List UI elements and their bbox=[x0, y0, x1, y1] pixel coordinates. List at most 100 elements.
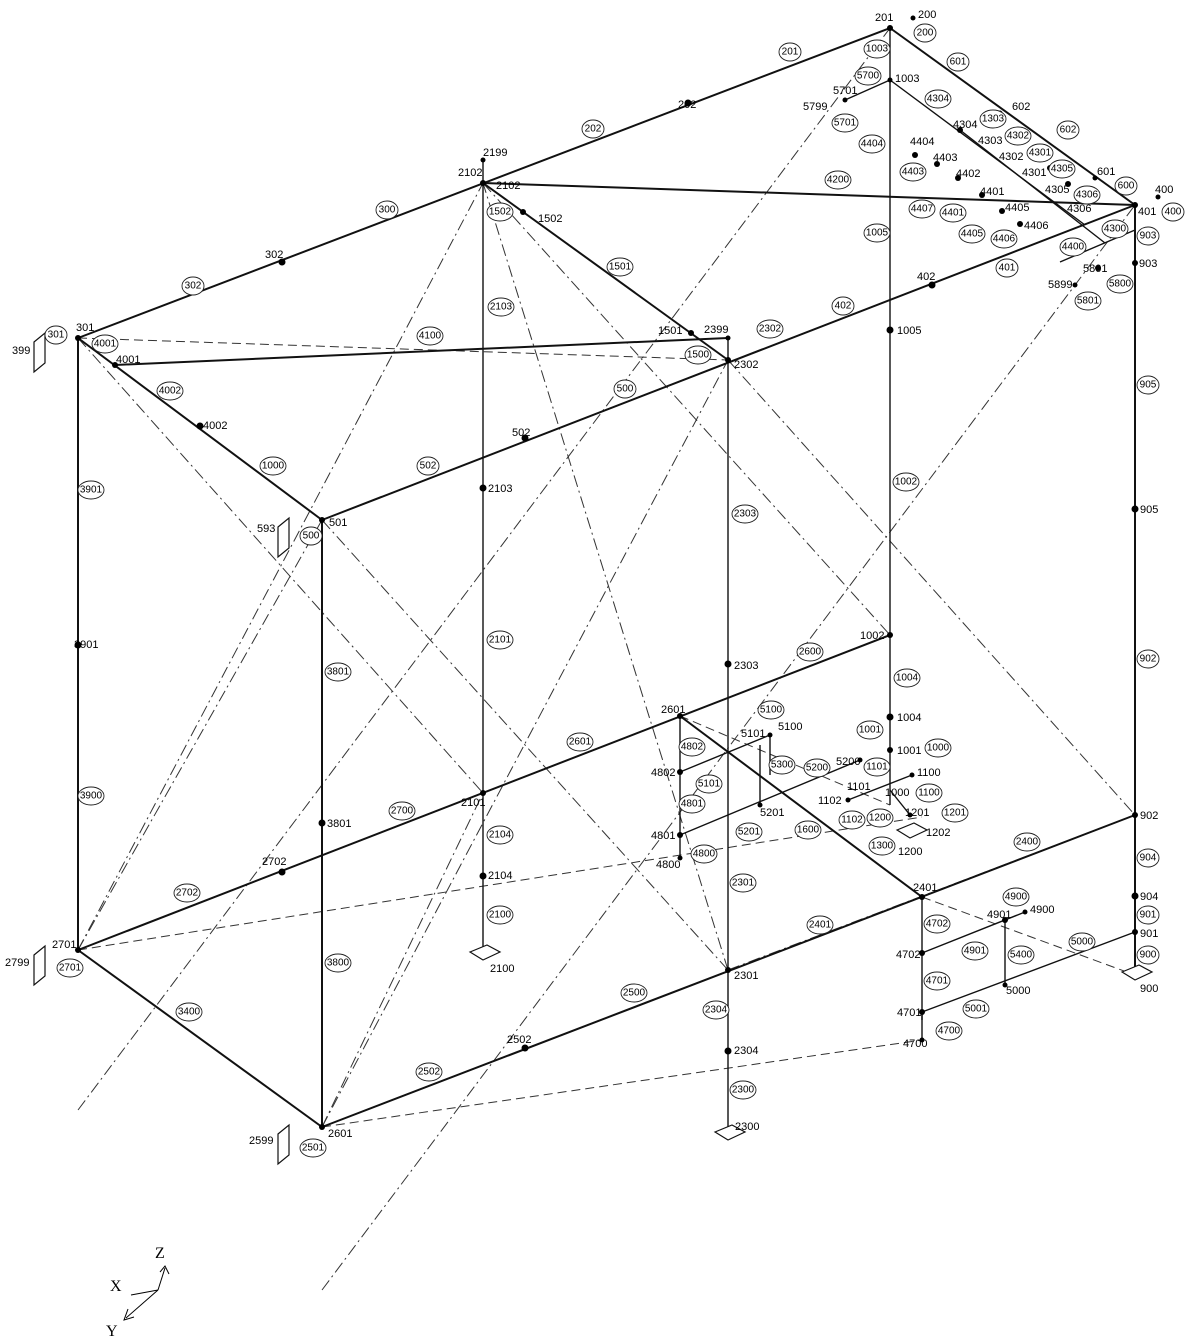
member-label-1000: 1000 bbox=[924, 738, 952, 758]
support-1202 bbox=[895, 822, 929, 839]
member-label-502: 502 bbox=[416, 456, 440, 476]
member-label-5201: 5201 bbox=[735, 822, 763, 842]
member-label-4406: 4406 bbox=[990, 229, 1018, 249]
svg-text:401: 401 bbox=[999, 263, 1016, 274]
svg-text:3801: 3801 bbox=[327, 667, 350, 678]
node-label: 2301 bbox=[734, 970, 758, 982]
member-label-200: 200 bbox=[913, 23, 937, 43]
member-label-2600: 2600 bbox=[796, 642, 824, 662]
node-label: 901 bbox=[1140, 928, 1158, 940]
svg-text:1303: 1303 bbox=[982, 114, 1005, 125]
node-label: 4302 bbox=[999, 151, 1023, 163]
node-label: 5101 bbox=[741, 728, 765, 740]
member-label-1500: 1500 bbox=[684, 345, 712, 365]
axis-y-label: Y bbox=[106, 1323, 118, 1340]
svg-text:905: 905 bbox=[1140, 380, 1157, 391]
svg-text:4801: 4801 bbox=[681, 799, 704, 810]
svg-text:4900: 4900 bbox=[1005, 892, 1028, 903]
member-label-2304: 2304 bbox=[702, 1000, 730, 1020]
svg-text:2100: 2100 bbox=[489, 910, 512, 921]
node-label: 301 bbox=[76, 322, 94, 334]
member-label-2502: 2502 bbox=[415, 1062, 443, 1082]
member-label-600: 600 bbox=[1114, 176, 1138, 196]
member-label-4100: 4100 bbox=[416, 326, 444, 346]
node-label: 4404 bbox=[910, 136, 934, 148]
svg-text:5201: 5201 bbox=[738, 827, 761, 838]
svg-text:2104: 2104 bbox=[489, 830, 512, 841]
svg-text:502: 502 bbox=[420, 461, 437, 472]
svg-text:2303: 2303 bbox=[734, 509, 757, 520]
svg-text:903: 903 bbox=[1140, 231, 1157, 242]
node-label: 4301 bbox=[1022, 167, 1046, 179]
svg-text:900: 900 bbox=[1140, 950, 1157, 961]
svg-text:2401: 2401 bbox=[809, 920, 832, 931]
node-label: 399 bbox=[12, 345, 30, 357]
svg-text:402: 402 bbox=[835, 301, 852, 312]
member-label-904: 904 bbox=[1136, 848, 1160, 868]
member-label-3400: 3400 bbox=[175, 1002, 203, 1022]
node-label: 5100 bbox=[778, 721, 802, 733]
bracing-lines bbox=[77, 27, 1136, 1291]
member-label-4306: 4306 bbox=[1073, 185, 1101, 205]
node-label: 2302 bbox=[734, 359, 758, 371]
member-label-302: 302 bbox=[181, 276, 205, 296]
member-label-1501: 1501 bbox=[606, 257, 634, 277]
member-label-2302: 2302 bbox=[756, 319, 784, 339]
member-label-4901: 4901 bbox=[961, 941, 989, 961]
svg-text:4306: 4306 bbox=[1076, 190, 1099, 201]
node-label: 201 bbox=[875, 12, 893, 24]
member-label-5400: 5400 bbox=[1007, 945, 1035, 965]
svg-text:1005: 1005 bbox=[866, 228, 889, 239]
svg-text:4401: 4401 bbox=[942, 208, 965, 219]
member-label-1004: 1004 bbox=[893, 668, 921, 688]
node-label: 5000 bbox=[1006, 985, 1030, 997]
member-label-2501: 2501 bbox=[299, 1138, 327, 1158]
node-label: 2304 bbox=[734, 1045, 758, 1057]
svg-text:1102: 1102 bbox=[841, 815, 863, 826]
node-label: 900 bbox=[1140, 983, 1158, 995]
svg-text:2601: 2601 bbox=[569, 737, 592, 748]
svg-text:4700: 4700 bbox=[938, 1026, 961, 1037]
member-label-1100: 1100 bbox=[915, 783, 943, 803]
svg-text:1000: 1000 bbox=[927, 743, 950, 754]
svg-text:5801: 5801 bbox=[1077, 296, 1100, 307]
svg-text:1300: 1300 bbox=[871, 841, 894, 852]
member-label-1001: 1001 bbox=[856, 720, 884, 740]
node-label: 4402 bbox=[956, 168, 980, 180]
node-label: 2399 bbox=[704, 324, 728, 336]
svg-text:2300: 2300 bbox=[732, 1085, 755, 1096]
svg-text:400: 400 bbox=[1165, 207, 1182, 218]
member-label-4200: 4200 bbox=[824, 170, 852, 190]
node-label: 2401 bbox=[913, 882, 937, 894]
member-label-1101: 1101 bbox=[863, 757, 891, 777]
svg-text:2103: 2103 bbox=[490, 302, 513, 313]
member-label-4302: 4302 bbox=[1004, 126, 1032, 146]
svg-text:4407: 4407 bbox=[911, 204, 934, 215]
member-label-4700: 4700 bbox=[935, 1021, 963, 1041]
svg-text:200: 200 bbox=[917, 28, 934, 39]
member-label-1200: 1200 bbox=[866, 808, 894, 828]
node-label: 1502 bbox=[538, 213, 562, 225]
member-label-4701: 4701 bbox=[923, 971, 951, 991]
member-label-4401: 4401 bbox=[939, 203, 967, 223]
node-label: 502 bbox=[512, 427, 530, 439]
node-label: 5701 bbox=[833, 85, 857, 97]
member-label-3801: 3801 bbox=[324, 662, 352, 682]
node-label: 1202 bbox=[926, 827, 950, 839]
member-label-4305: 4305 bbox=[1048, 159, 1076, 179]
node-label: 2102 bbox=[458, 167, 482, 179]
member-label-905: 905 bbox=[1136, 375, 1160, 395]
svg-text:2600: 2600 bbox=[799, 647, 822, 658]
member-label-5200: 5200 bbox=[803, 758, 831, 778]
member-label-2700: 2700 bbox=[388, 801, 416, 821]
svg-text:2700: 2700 bbox=[391, 806, 414, 817]
svg-text:4701: 4701 bbox=[926, 976, 949, 987]
node-label: 4801 bbox=[651, 830, 675, 842]
member-label-401: 401 bbox=[995, 258, 1019, 278]
node-label: 4401 bbox=[980, 186, 1004, 198]
member-label-2601: 2601 bbox=[566, 732, 594, 752]
svg-text:4802: 4802 bbox=[681, 742, 704, 753]
node-label: 402 bbox=[917, 271, 935, 283]
svg-text:4304: 4304 bbox=[927, 94, 950, 105]
